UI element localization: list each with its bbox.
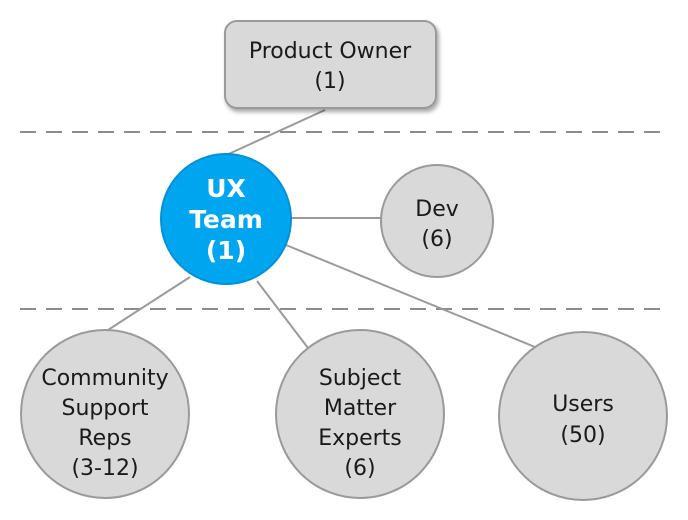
node-sme-line3: Experts xyxy=(318,426,402,451)
node-users: Users (50) xyxy=(498,331,668,501)
node-sme-line2: Matter xyxy=(324,396,397,421)
node-dev-count: (6) xyxy=(421,227,452,252)
node-dev-name: Dev xyxy=(415,197,459,222)
node-users-count: (50) xyxy=(560,423,605,448)
node-subject-matter-experts: Subject Matter Experts (6) xyxy=(275,329,445,499)
connector-ux-community xyxy=(107,276,191,331)
node-ux-team: UX Team (1) xyxy=(160,153,292,285)
node-ux-team-name-2: Team xyxy=(189,205,263,234)
node-users-name: Users xyxy=(552,392,614,417)
node-community-line3: Reps xyxy=(78,426,131,451)
connector-product-owner-ux xyxy=(221,109,326,158)
node-community-line2: Support xyxy=(62,396,149,421)
node-product-owner: Product Owner (1) xyxy=(224,20,437,109)
node-community-count: (3-12) xyxy=(71,456,138,481)
connector-ux-users xyxy=(285,244,536,348)
node-ux-team-count: (1) xyxy=(206,236,246,265)
node-community-line1: Community xyxy=(41,366,168,391)
node-product-owner-count: (1) xyxy=(314,69,345,94)
node-ux-team-name: UX xyxy=(206,174,246,203)
connector-ux-sme xyxy=(256,280,309,349)
node-community-support-reps: Community Support Reps (3-12) xyxy=(20,329,190,499)
node-sme-count: (6) xyxy=(344,456,375,481)
node-dev: Dev (6) xyxy=(380,164,494,278)
node-sme-line1: Subject xyxy=(319,366,402,391)
node-product-owner-name: Product Owner xyxy=(249,39,412,64)
